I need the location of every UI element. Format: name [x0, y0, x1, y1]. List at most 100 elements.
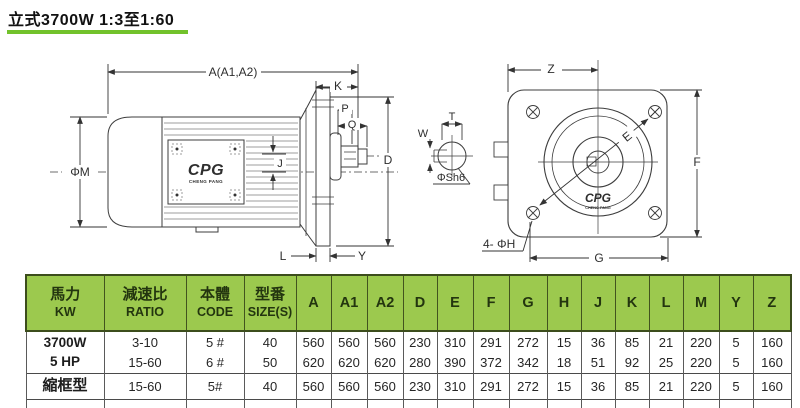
spec-cell: 560 — [330, 372, 368, 399]
cpg-logo: CPG — [188, 162, 224, 179]
output-shaft — [340, 145, 359, 168]
spec-cell: 230 — [402, 372, 438, 399]
motor-end-cap — [107, 116, 163, 228]
page-title: 立式3700W 1:3至1:60 — [8, 12, 175, 29]
spec-cell — [508, 398, 548, 408]
spec-cell — [648, 398, 684, 408]
column-header: A — [295, 274, 332, 332]
column-header: L — [648, 274, 684, 332]
spec-cell: 21 — [648, 372, 684, 399]
spec-cell — [185, 398, 245, 408]
spec-cell: 40 — [243, 372, 297, 399]
spec-cell: 51 — [580, 352, 616, 373]
gearbox-bell — [299, 223, 317, 247]
mounting-flange — [315, 87, 331, 247]
column-header: A2 — [366, 274, 404, 332]
spec-cell: 620 — [295, 352, 332, 373]
column-header: M — [682, 274, 720, 332]
title-underline — [7, 30, 188, 34]
spec-cell: 291 — [472, 372, 510, 399]
nameplate — [167, 139, 245, 205]
spec-cell: 220 — [682, 372, 720, 399]
spec-cell: 620 — [330, 352, 368, 373]
spec-cell: 15-60 — [103, 372, 187, 399]
spec-cell: 342 — [508, 352, 548, 373]
dim-label-d: D — [384, 153, 393, 167]
spec-cell — [103, 398, 187, 408]
spec-cell: 40 — [243, 331, 297, 352]
shaft-stub — [357, 148, 368, 165]
spec-cell — [682, 398, 720, 408]
column-header: F — [472, 274, 510, 332]
dim-label-g: G — [594, 251, 603, 265]
spec-cell — [402, 398, 438, 408]
spec-cell: 560 — [366, 331, 404, 352]
nameplate-screw-marks — [171, 143, 241, 201]
spec-cell: 280 — [402, 352, 438, 373]
motor-fins — [164, 122, 298, 220]
spec-cell: 15 — [546, 372, 582, 399]
dim-label-overall-length: A(A1,A2) — [209, 65, 258, 79]
side-view-dimensions: A(A1,A2) K P Q D J — [62, 64, 395, 263]
column-header: D — [402, 274, 438, 332]
spec-cell: 21 — [648, 331, 684, 352]
spec-cell: 5 — [718, 352, 754, 373]
spec-cell: 15 — [546, 331, 582, 352]
column-header: K — [614, 274, 650, 332]
spec-cell — [718, 398, 754, 408]
side-lug — [493, 141, 509, 158]
spec-cell: 5# — [185, 372, 245, 399]
spec-cell: 3-10 — [103, 331, 187, 352]
spec-cell: 390 — [436, 352, 474, 373]
spec-cell — [330, 398, 368, 408]
column-header: G — [508, 274, 548, 332]
column-header: A1 — [330, 274, 368, 332]
spec-cell: 5 — [718, 331, 754, 352]
spec-cell — [546, 398, 582, 408]
spec-cell: 85 — [614, 372, 650, 399]
flange-bolt-sections — [312, 99, 334, 205]
output-hub — [329, 132, 342, 181]
spec-cell — [472, 398, 510, 408]
spec-cell — [295, 398, 332, 408]
spec-cell: 310 — [436, 372, 474, 399]
dim-label-t: T — [449, 111, 456, 123]
flange-front-view: CPG CHENG PANG — [493, 60, 668, 238]
spec-cell — [25, 398, 105, 408]
spec-cell: 6 # — [185, 352, 245, 373]
spec-cell — [752, 398, 792, 408]
spec-cell: 160 — [752, 352, 792, 373]
spec-cell — [436, 398, 474, 408]
spec-cell: 50 — [243, 352, 297, 373]
dim-label-z: Z — [547, 62, 554, 76]
spec-cell: 220 — [682, 352, 720, 373]
spec-cell: 230 — [402, 331, 438, 352]
spec-cell: 620 — [366, 352, 404, 373]
spec-cell: 18 — [546, 352, 582, 373]
spec-cell — [580, 398, 616, 408]
dim-label-p: P — [341, 103, 348, 115]
dim-label-f: F — [693, 155, 700, 169]
spec-cell: 36 — [580, 372, 616, 399]
leader-line — [457, 167, 471, 185]
spec-cell — [366, 398, 404, 408]
spec-cell: 85 — [614, 331, 650, 352]
spec-cell: 5 — [718, 372, 754, 399]
column-header: Y — [718, 274, 754, 332]
side-lug — [493, 184, 509, 201]
dim-label-bolt-holes: 4- ΦH — [483, 237, 515, 251]
spec-cell: 25 — [648, 352, 684, 373]
spec-cell: 15-60 — [103, 352, 187, 373]
spec-cell: 560 — [366, 372, 404, 399]
shaft-keyway — [344, 151, 356, 160]
spec-cell: 372 — [472, 352, 510, 373]
dim-label-y: Y — [358, 249, 366, 263]
